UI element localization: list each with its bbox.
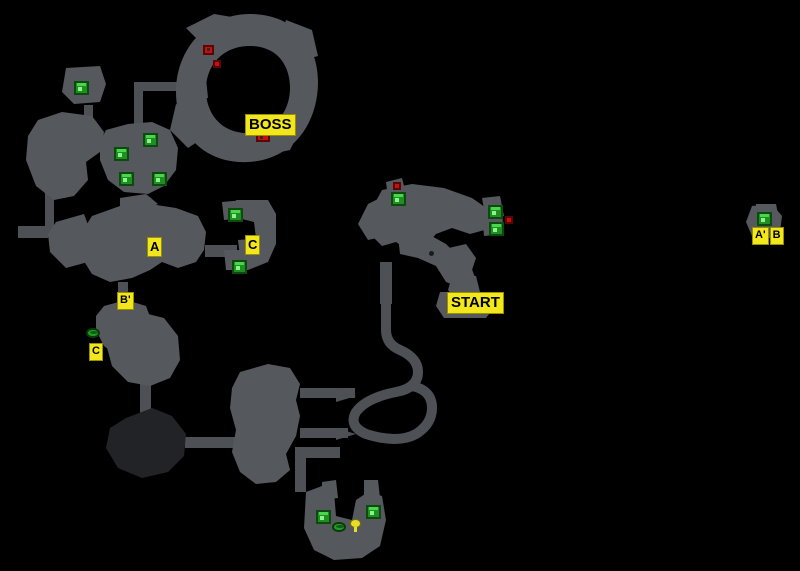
key-pickup-icon[interactable] xyxy=(350,519,361,532)
chest-icon[interactable] xyxy=(316,510,331,524)
hazard-icon[interactable] xyxy=(213,60,221,68)
start-room-label[interactable]: START xyxy=(447,292,504,314)
chest-icon[interactable] xyxy=(757,212,772,226)
hazard-icon[interactable] xyxy=(203,45,214,55)
chest-icon[interactable] xyxy=(232,260,247,274)
area-label-far-pair[interactable]: A' B xyxy=(752,227,784,245)
map-rooms xyxy=(26,14,782,560)
area-label-far-a: A' xyxy=(752,227,769,245)
area-label-c-text: C xyxy=(245,235,261,255)
chest-icon[interactable] xyxy=(143,133,158,147)
start-room-label-text: START xyxy=(447,292,504,314)
chest-icon[interactable] xyxy=(488,205,503,219)
potion-pickup-icon[interactable] xyxy=(332,522,346,532)
path-arrow-head xyxy=(336,390,356,440)
hazard-icon[interactable] xyxy=(505,216,513,224)
map-winding-path xyxy=(348,299,437,444)
chest-icon[interactable] xyxy=(489,222,504,236)
chest-icon[interactable] xyxy=(74,81,89,95)
boss-room-label-text: BOSS xyxy=(245,114,296,136)
chest-icon[interactable] xyxy=(366,505,381,519)
chest-icon[interactable] xyxy=(228,208,243,222)
area-label-c[interactable]: C xyxy=(245,235,261,255)
area-label-b-text: B' xyxy=(117,292,134,310)
potion-pickup-icon[interactable] xyxy=(86,328,100,338)
chest-icon[interactable] xyxy=(114,147,129,161)
area-label-c2-text: C xyxy=(89,343,103,361)
boss-room-label[interactable]: BOSS xyxy=(245,114,296,136)
hazard-icon[interactable] xyxy=(393,182,401,190)
area-label-far-b: B xyxy=(769,227,784,245)
area-label-c2[interactable]: C xyxy=(89,341,103,361)
point-of-interest-icon[interactable] xyxy=(429,251,434,256)
area-label-b[interactable]: B' xyxy=(117,290,134,310)
chest-icon[interactable] xyxy=(119,172,134,186)
area-label-a-text: A xyxy=(147,237,163,257)
area-label-a[interactable]: A xyxy=(147,237,163,257)
chest-icon[interactable] xyxy=(152,172,167,186)
chest-icon[interactable] xyxy=(391,192,406,206)
